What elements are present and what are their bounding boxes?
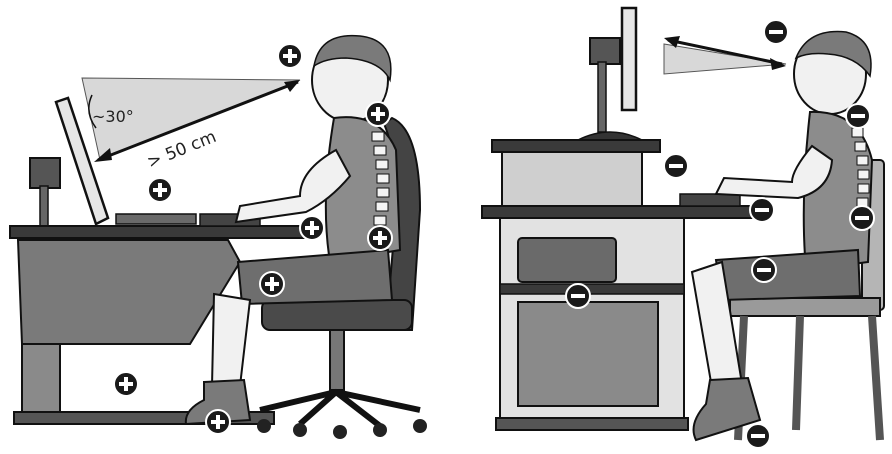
plus-icon (206, 410, 230, 434)
wood-chair-seat (730, 298, 880, 316)
person2-arm (716, 146, 832, 198)
plus-icon (366, 102, 390, 126)
desk2-shelf-line (500, 284, 684, 294)
person-shin (212, 294, 250, 386)
minus-icon (850, 206, 874, 230)
plus-icon (260, 272, 284, 296)
desk2-keyboard (680, 194, 740, 206)
high-monitor-screen (622, 8, 636, 110)
plus-icon (278, 44, 302, 68)
plus-icon (368, 226, 392, 250)
monitor-base (578, 132, 642, 140)
high-monitor-arm (598, 62, 606, 132)
desk2-drawer-top (518, 238, 616, 282)
wood-chair-legs (738, 316, 880, 440)
shelf-top (492, 140, 660, 152)
desk2-top (482, 206, 762, 218)
plus-icon (114, 372, 138, 396)
minus-icon (752, 258, 776, 282)
chair-seat (262, 300, 412, 330)
minus-icon (566, 284, 590, 308)
minus-icon (764, 20, 788, 44)
plus-icon (148, 178, 172, 202)
minus-icon (664, 154, 688, 178)
desk-cabinet (18, 240, 240, 344)
plus-icon (300, 216, 324, 240)
chair-base (260, 392, 420, 426)
minus-icon (750, 198, 774, 222)
document-tray (116, 214, 196, 224)
high-monitor-mount (590, 38, 620, 64)
desk2-base (496, 418, 688, 430)
person2-thigh (716, 250, 860, 300)
shelf-box (502, 152, 642, 206)
angle-label: ~30° (92, 107, 134, 126)
desk-top (10, 226, 310, 238)
minus-icon (846, 104, 870, 128)
monitor-mount (30, 158, 60, 188)
right-panel-incorrect-posture (482, 8, 884, 440)
chair-column (330, 330, 344, 390)
desk-leg (22, 344, 60, 414)
chair-wheels (257, 419, 427, 439)
minus-icon (746, 424, 770, 448)
monitor-arm (40, 186, 48, 228)
wrong-sightline-wedge (664, 44, 786, 74)
left-panel-correct-posture: ~30° > 50 cm (10, 36, 427, 439)
desk2-lower-cabinet (518, 302, 658, 406)
